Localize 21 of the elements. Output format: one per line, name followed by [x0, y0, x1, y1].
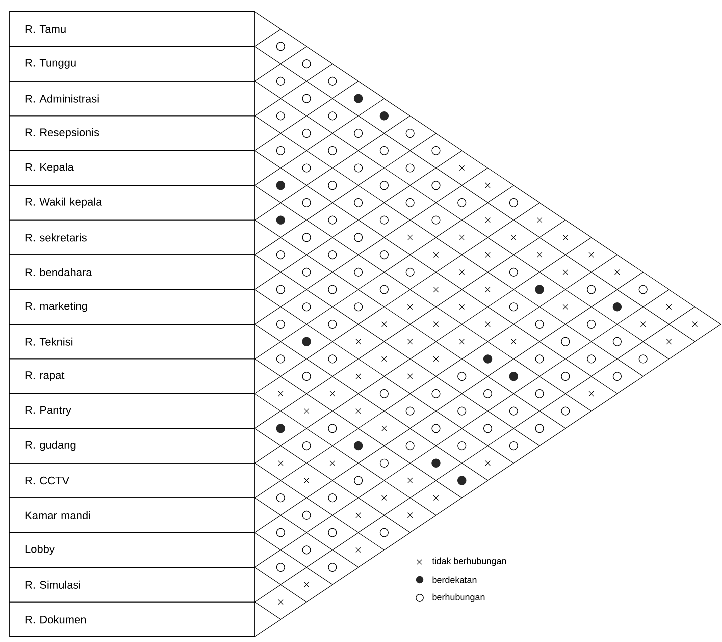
legend-label: tidak berhubungan: [432, 558, 506, 566]
room-box: R. Wakil kepala: [10, 185, 256, 221]
room-box: R. rapat: [10, 358, 256, 394]
legend-label: berhubungan: [432, 594, 485, 602]
room-box: R. Pantry: [10, 394, 256, 430]
room-box: R. Dokumen: [10, 602, 256, 638]
room-box: R. Teknisi: [10, 324, 256, 360]
room-box: R. marketing: [10, 289, 256, 325]
room-box: R. sekretaris: [10, 220, 256, 256]
legend-label: berdekatan: [432, 576, 477, 584]
room-box: R. Administrasi: [10, 81, 256, 117]
room-box: R. Tamu: [10, 12, 256, 48]
room-box: Lobby: [10, 532, 256, 568]
room-box: R. Simulasi: [10, 567, 256, 603]
room-box: Kamar mandi: [10, 498, 256, 534]
room-box: R. Resepsionis: [10, 116, 256, 152]
room-box: R. Kepala: [10, 150, 256, 186]
room-box: R. gudang: [10, 428, 256, 464]
room-box: R. Tunggu: [10, 46, 256, 82]
room-box: R. bendahara: [10, 254, 256, 290]
room-box: R. CCTV: [10, 462, 256, 499]
